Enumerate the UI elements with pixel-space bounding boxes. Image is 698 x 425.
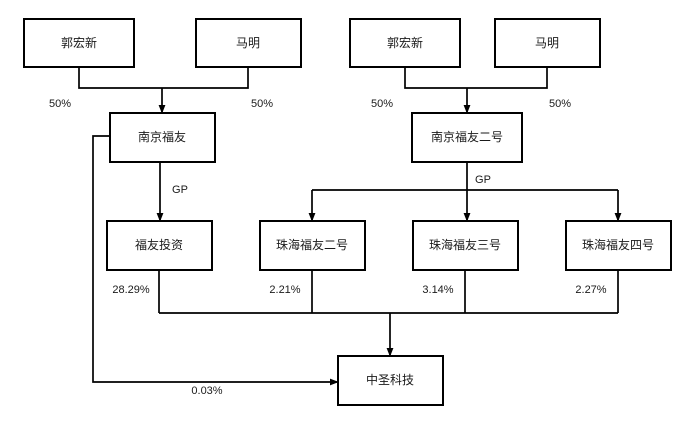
node-nanjing-fuyou-er-hao[interactable]: 南京福友二号	[411, 112, 523, 163]
node-zhuhai-fuyou-si-hao[interactable]: 珠海福友四号	[565, 220, 672, 271]
node-guo-hongxin-left[interactable]: 郭宏新	[23, 18, 135, 68]
edge-label-guo2-nanjing2: 50%	[371, 98, 393, 110]
node-zhongsheng-keji[interactable]: 中圣科技	[337, 355, 444, 406]
edge-nanjing1-direct-to-zhongsheng	[92, 135, 339, 386]
edge-label-ma2-nanjing2: 50%	[549, 98, 571, 110]
edge-label-fuyou-pct: 28.29%	[112, 284, 150, 296]
edge-guo2-to-nanjing2	[404, 67, 467, 89]
node-zhuhai-fuyou-san-hao[interactable]: 珠海福友三号	[412, 220, 519, 271]
edge-label-guo1-nanjing1: 50%	[49, 98, 71, 110]
edge-label-nanjing1-direct-pct: 0.03%	[191, 385, 222, 397]
edge-label-ma1-nanjing1: 50%	[251, 98, 273, 110]
edge-guo1-to-nanjing1	[78, 67, 162, 89]
edge-label-zhuhai3-pct: 3.14%	[422, 284, 453, 296]
node-ma-ming-right[interactable]: 马明	[494, 18, 601, 68]
edge-label-nanjing1-fuyou-gp: GP	[172, 184, 188, 196]
edge-ma2-to-nanjing2	[467, 67, 548, 89]
node-zhuhai-fuyou-er-hao[interactable]: 珠海福友二号	[259, 220, 366, 271]
node-layer: 郭宏新 马明 郭宏新 马明 南京福友 南京福友二号	[23, 18, 672, 406]
edge-label-zhuhai4-pct: 2.27%	[575, 284, 606, 296]
node-guo-hongxin-right[interactable]: 郭宏新	[349, 18, 461, 68]
edge-label-nanjing2-gp: GP	[475, 174, 491, 186]
node-fuyou-touzi[interactable]: 福友投资	[106, 220, 213, 271]
edge-ma1-to-nanjing1	[162, 67, 249, 89]
node-nanjing-fuyou[interactable]: 南京福友	[109, 112, 216, 163]
node-ma-ming-left[interactable]: 马明	[195, 18, 302, 68]
edge-label-zhuhai2-pct: 2.21%	[269, 284, 300, 296]
edge-layer	[78, 67, 622, 386]
